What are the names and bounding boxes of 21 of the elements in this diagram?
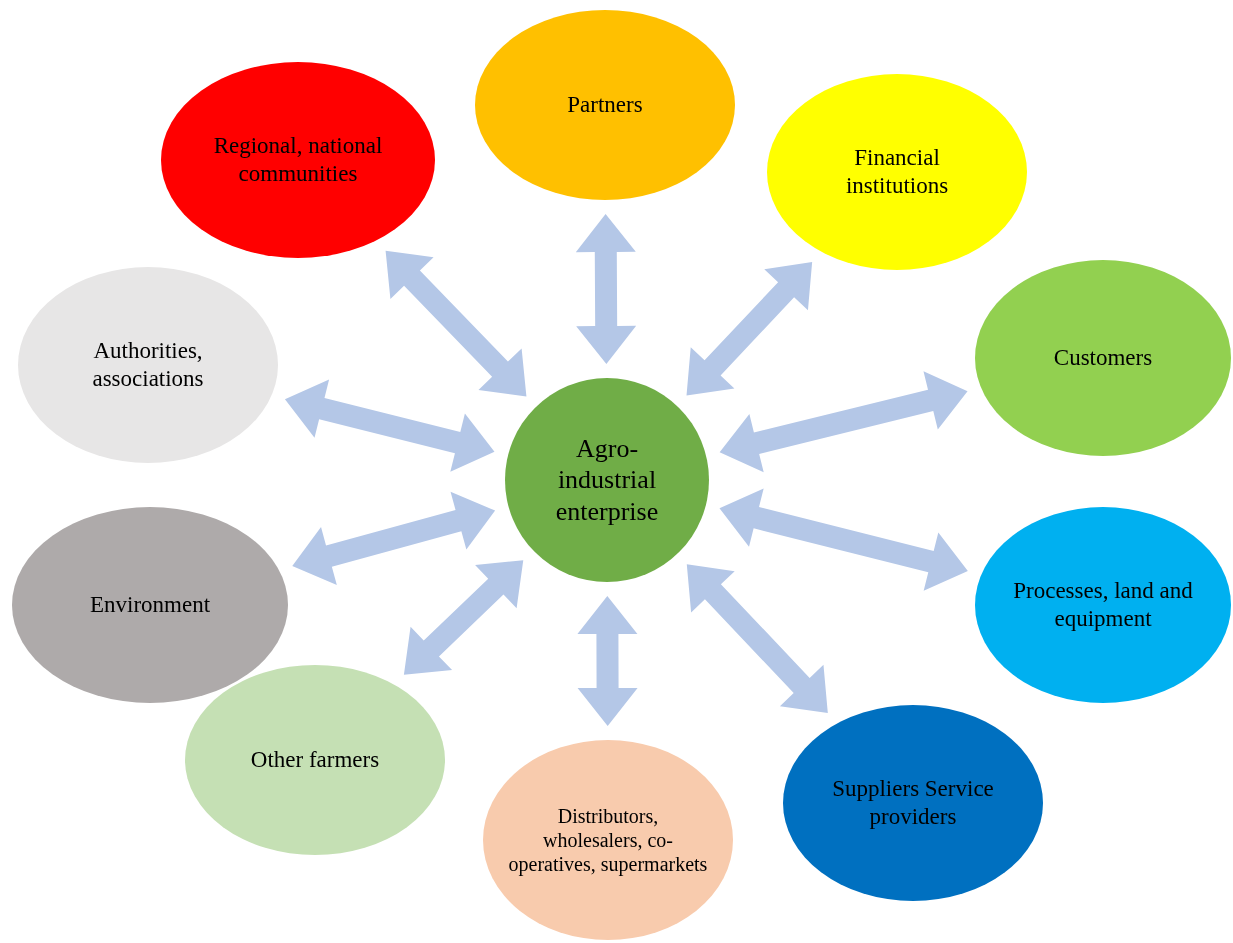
double-arrow [284, 379, 495, 472]
double-arrow [575, 214, 637, 364]
double-arrow [385, 250, 527, 397]
node-label: Customers [1053, 344, 1153, 372]
node-label: Agro-industrial enterprise [554, 433, 660, 527]
node-label: Environment [89, 591, 211, 619]
double-arrow [719, 488, 968, 591]
node-label: Other farmers [250, 746, 380, 774]
node-label: Suppliers Service providers [831, 775, 995, 831]
double-arrow [292, 491, 496, 585]
node-label: Distributors, wholesalers, co-operatives, supermarkets [508, 804, 708, 876]
double-arrow [686, 564, 828, 714]
node-label: Regional, national communities [212, 132, 384, 188]
node-label: Processes, land and equipment [1013, 577, 1193, 633]
double-arrow [403, 560, 524, 675]
double-arrow [577, 596, 638, 726]
node-label: Partners [567, 91, 643, 119]
double-arrow [719, 371, 968, 473]
node-label: Financial institutions [844, 144, 950, 200]
node-label: Authorities, associations [91, 337, 205, 393]
double-arrow [686, 262, 813, 396]
